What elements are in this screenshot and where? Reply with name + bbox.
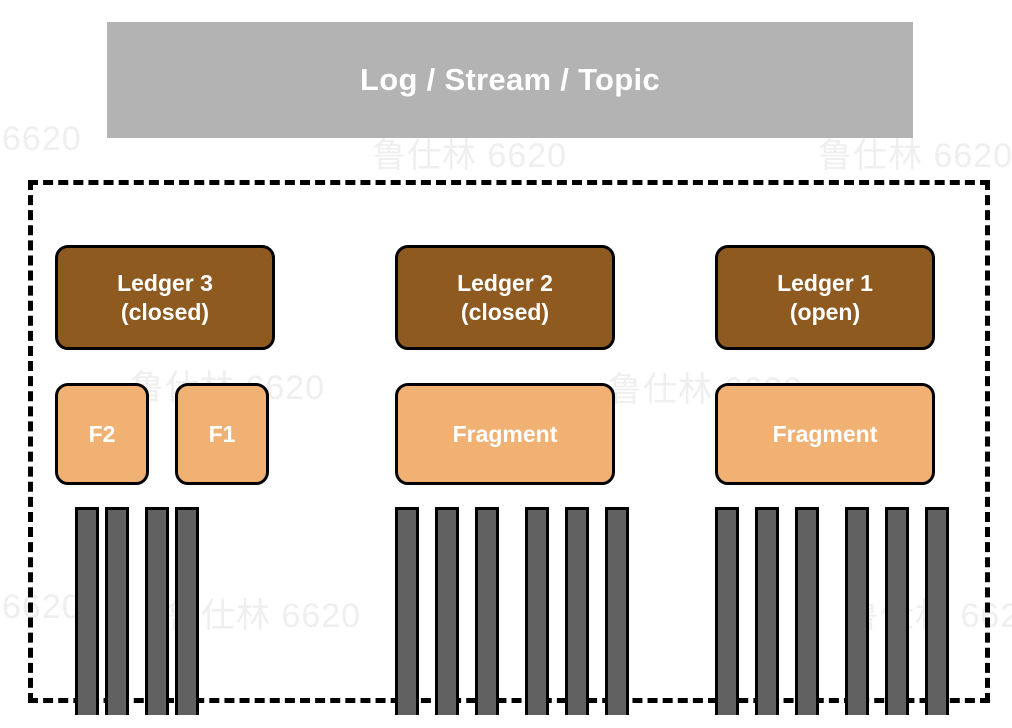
header-banner: Log / Stream / Topic	[107, 22, 913, 138]
ledger-box-3[interactable]: Ledger 1(open)	[715, 245, 935, 350]
entry-bar	[435, 507, 459, 715]
ledger-name: Ledger 1	[777, 269, 873, 296]
entry-bar	[605, 507, 629, 715]
ledger-state: (closed)	[460, 298, 550, 325]
ledger-state: (closed)	[120, 298, 210, 325]
watermark-text: 6620	[2, 120, 82, 158]
entry-bar	[145, 507, 169, 715]
entry-bar	[755, 507, 779, 715]
ledger-box-1[interactable]: Ledger 3(closed)	[55, 245, 275, 350]
entry-bar	[845, 507, 869, 715]
entry-bar	[795, 507, 819, 715]
entry-bar	[565, 507, 589, 715]
ledger-box-2[interactable]: Ledger 2(closed)	[395, 245, 615, 350]
ledger-name: Ledger 2	[457, 269, 553, 296]
entry-bar	[715, 507, 739, 715]
ledger-state: (open)	[789, 298, 861, 325]
entry-bar	[175, 507, 199, 715]
entry-bar	[885, 507, 909, 715]
entry-bar	[925, 507, 949, 715]
fragment-box[interactable]: Fragment	[395, 383, 615, 485]
fragment-box[interactable]: F1	[175, 383, 269, 485]
entry-bar	[75, 507, 99, 715]
page-title: Log / Stream / Topic	[360, 62, 660, 97]
entry-bar	[105, 507, 129, 715]
ledger-name: Ledger 3	[117, 269, 213, 296]
entry-bar	[525, 507, 549, 715]
fragment-box[interactable]: Fragment	[715, 383, 935, 485]
fragment-box[interactable]: F2	[55, 383, 149, 485]
entry-bar	[395, 507, 419, 715]
entry-bar	[475, 507, 499, 715]
